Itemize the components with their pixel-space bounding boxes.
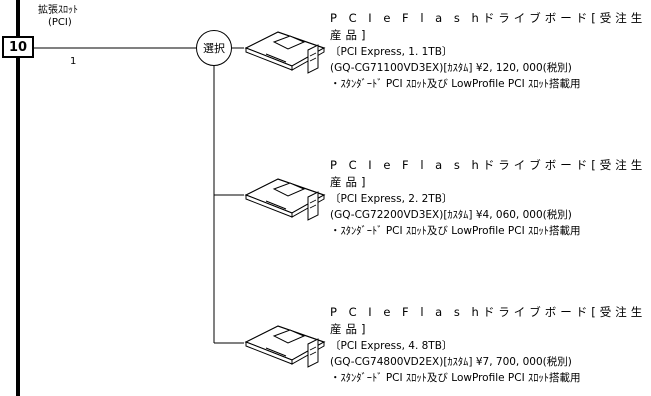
pci-card-icon [244,31,326,74]
select-label: 選択 [203,42,225,55]
product-title-latin: P C I e F l a s h [330,158,483,172]
product-price: (GQ-CG72200VD3EX)[ｶｽﾀﾑ] ¥4, 060, 000(税別) [330,209,572,221]
product-title: P C I e F l a s hドライブボード[受注生産品] [330,157,651,191]
product-note: ・ｽﾀﾝﾀﾞｰﾄﾞ PCI ｽﾛｯﾄ及び LowProfile PCI ｽﾛｯﾄ… [330,225,581,237]
product-title-jp: ドライブボード[受注生産品] [330,158,647,189]
product-note: ・ｽﾀﾝﾀﾞｰﾄﾞ PCI ｽﾛｯﾄ及び LowProfile PCI ｽﾛｯﾄ… [330,78,581,90]
product-price: (GQ-CG71100VD3EX)[ｶｽﾀﾑ] ¥2, 120, 000(税別) [330,62,572,74]
product-price: (GQ-CG74800VD2EX)[ｶｽﾀﾑ] ¥7, 700, 000(税別) [330,356,572,368]
section-number-box: 10 [2,36,34,58]
section-title: 拡張ｽﾛｯﾄ [38,5,78,16]
product-title-latin: P C I e F l a s h [330,305,483,319]
select-circle[interactable]: 選択 [196,30,232,66]
product-title-jp: ドライブボード[受注生産品] [330,305,647,336]
product-block: P C I e F l a s hドライブボード[受注生産品] 〔PCI Exp… [330,304,651,386]
product-title: P C I e F l a s hドライブボード[受注生産品] [330,304,651,338]
section-subtitle: (PCI) [48,17,72,28]
product-block: P C I e F l a s hドライブボード[受注生産品] 〔PCI Exp… [330,157,651,239]
section-count: 1 [70,56,77,67]
product-note: ・ｽﾀﾝﾀﾞｰﾄﾞ PCI ｽﾛｯﾄ及び LowProfile PCI ｽﾛｯﾄ… [330,372,581,384]
product-spec: 〔PCI Express, 2. 2TB〕 [330,193,453,205]
pci-card-icon [244,325,326,368]
pci-card-icon [244,178,326,221]
product-spec: 〔PCI Express, 1. 1TB〕 [330,46,453,58]
product-title-jp: ドライブボード[受注生産品] [330,11,647,42]
product-title: P C I e F l a s hドライブボード[受注生産品] [330,10,651,44]
product-block: P C I e F l a s hドライブボード[受注生産品] 〔PCI Exp… [330,10,651,92]
section-number: 10 [8,39,28,55]
product-title-latin: P C I e F l a s h [330,11,483,25]
product-spec: 〔PCI Express, 4. 8TB〕 [330,340,453,352]
